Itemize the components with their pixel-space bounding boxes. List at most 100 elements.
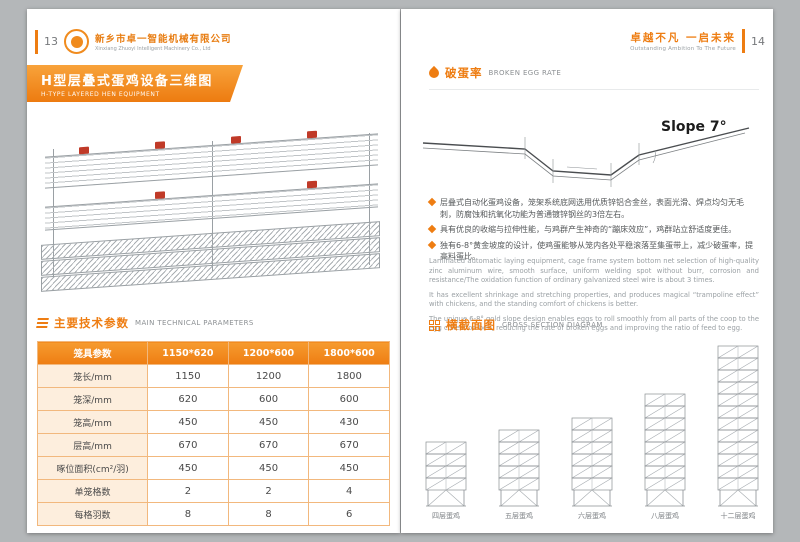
broken-egg-title-en: BROKEN EGG RATE — [488, 69, 562, 77]
cell-value: 670 — [227, 433, 310, 457]
cell-value: 450 — [147, 410, 229, 434]
row-header: 单笼格数 — [36, 479, 149, 503]
feed-cart-icon — [307, 180, 317, 189]
cell-value: 8 — [227, 502, 310, 526]
page-number-bar — [742, 29, 745, 53]
feed-cart-icon — [155, 191, 165, 199]
tower-drawing — [425, 441, 467, 507]
slogan: 卓越不凡 一启未来 — [630, 32, 736, 44]
left-page: 13 新乡市卓一智能机械有限公司 Xinxiang Zhuoyi Intelli… — [27, 9, 400, 533]
diamond-bullet-icon — [427, 224, 437, 234]
cell-value: 2 — [147, 479, 229, 503]
diamond-bullet-icon — [427, 240, 437, 250]
droplet-icon — [426, 65, 442, 81]
right-page: 卓越不凡 一启未来 Outstanding Ambition To The Fu… — [401, 9, 773, 533]
feed-cart-icon — [79, 146, 89, 155]
tower-label: 六层蛋鸡 — [578, 512, 606, 520]
params-title-en: MAIN TECHNICAL PARAMETERS — [135, 319, 254, 327]
column-header: 1800*600 — [308, 341, 390, 365]
tower-label: 八层蛋鸡 — [651, 512, 679, 520]
feed-cart-icon — [155, 141, 165, 149]
feed-cart-icon — [307, 130, 317, 139]
tower-label: 十二层蛋鸡 — [720, 512, 756, 520]
tower: 四层蛋鸡 — [423, 440, 469, 521]
page-number-left: 13 — [44, 35, 58, 48]
cell-value: 620 — [147, 387, 229, 411]
column-header: 1150*620 — [147, 341, 229, 365]
feature-text: 具有优良的收缩与拉伸性能，与鸡群产生神奇的“蹦床效应”，鸡群站立舒适度更佳。 — [440, 225, 737, 235]
feature-list-en: Laminated automatic laying equipment, ca… — [429, 257, 759, 339]
cell-value: 1800 — [308, 364, 390, 388]
banner-subtitle: H-TYPE LAYERED HEN EQUIPMENT — [41, 91, 160, 98]
slope-label: Slope 7° — [661, 119, 727, 135]
cell-value: 4 — [308, 479, 390, 503]
cell-value: 450 — [147, 456, 229, 480]
company-name-en: Xinxiang Zhuoyi Intelligent Machinery Co… — [95, 46, 211, 52]
cell-value: 450 — [227, 456, 310, 480]
feature-text: 独有6-8°黄金坡度的设计，使鸡蛋能够从笼内各处平稳滚落至集蛋带上，减少破蛋率，… — [440, 240, 754, 262]
row-header: 层高/mm — [36, 433, 149, 457]
page-number-right: 14 — [751, 34, 765, 48]
list-icon — [36, 318, 49, 328]
tower-drawing — [498, 429, 540, 507]
tower-label: 四层蛋鸡 — [432, 512, 460, 520]
broken-egg-title: 破蛋率 — [445, 66, 483, 80]
row-header: 笼长/mm — [36, 364, 149, 388]
tower: 八层蛋鸡 — [642, 392, 688, 521]
feed-cart-icon — [231, 135, 241, 144]
cell-value: 1200 — [227, 364, 310, 388]
diamond-bullet-icon — [427, 197, 437, 207]
feature-text-en: The unique 6-8° gold slope design enable… — [429, 314, 759, 333]
tower: 十二层蛋鸡 — [715, 344, 761, 521]
tower: 五层蛋鸡 — [496, 428, 542, 521]
company-logo-icon — [64, 29, 89, 54]
cell-value: 6 — [308, 502, 390, 526]
page-number-bar — [35, 29, 38, 54]
feature-text-en: Laminated automatic laying equipment, ca… — [429, 257, 759, 285]
feature-list: 层叠式自动化蛋鸡设备，笼架系统底网选用优质锌铝合金丝，表面光滑、焊点均匀无毛刺，… — [427, 197, 759, 267]
equipment-3d-drawing — [37, 107, 388, 303]
cell-value: 2 — [227, 479, 310, 503]
grid-icon — [429, 319, 440, 331]
section-divider — [429, 89, 759, 90]
row-header: 啄位面积(cm²/羽) — [36, 456, 149, 480]
tower-drawing — [571, 417, 613, 507]
cell-value: 670 — [147, 433, 229, 457]
right-page-header: 卓越不凡 一启未来 Outstanding Ambition To The Fu… — [630, 29, 765, 53]
company-name: 新乡市卓一智能机械有限公司 — [95, 34, 232, 45]
cross-section-title-en: CROSS SECTION DIAGRAM — [502, 321, 603, 329]
left-page-header: 13 新乡市卓一智能机械有限公司 Xinxiang Zhuoyi Intelli… — [35, 29, 232, 54]
cell-value: 1150 — [147, 364, 229, 388]
row-header: 笼高/mm — [36, 410, 149, 434]
params-section-header: 主要技术参数 MAIN TECHNICAL PARAMETERS — [36, 315, 254, 331]
row-header: 每格羽数 — [36, 502, 149, 526]
column-header: 1200*600 — [227, 341, 310, 365]
slogan-en: Outstanding Ambition To The Future — [630, 46, 736, 52]
feature-text: 层叠式自动化蛋鸡设备，笼架系统底网选用优质锌铝合金丝，表面光滑、焊点均匀无毛刺，… — [440, 198, 744, 219]
tower-drawing — [717, 345, 759, 507]
cell-value: 430 — [308, 410, 390, 434]
cross-section-header: 横截面图 CROSS SECTION DIAGRAM — [429, 317, 603, 333]
cell-value: 600 — [308, 387, 390, 411]
params-title: 主要技术参数 — [54, 316, 129, 330]
logo-core — [70, 35, 83, 48]
cross-section-title: 横截面图 — [446, 318, 496, 332]
column-header: 笼具参数 — [36, 341, 149, 365]
feature-item: 层叠式自动化蛋鸡设备，笼架系统底网选用优质锌铝合金丝，表面光滑、焊点均匀无毛刺，… — [427, 197, 759, 220]
feature-item: 具有优良的收缩与拉伸性能，与鸡群产生神奇的“蹦床效应”，鸡群站立舒适度更佳。 — [427, 224, 759, 236]
slope-diagram: Slope 7° — [422, 119, 750, 187]
cell-value: 450 — [308, 456, 390, 480]
broken-egg-section-header: 破蛋率 BROKEN EGG RATE — [426, 65, 562, 81]
tower-label: 五层蛋鸡 — [505, 512, 533, 520]
